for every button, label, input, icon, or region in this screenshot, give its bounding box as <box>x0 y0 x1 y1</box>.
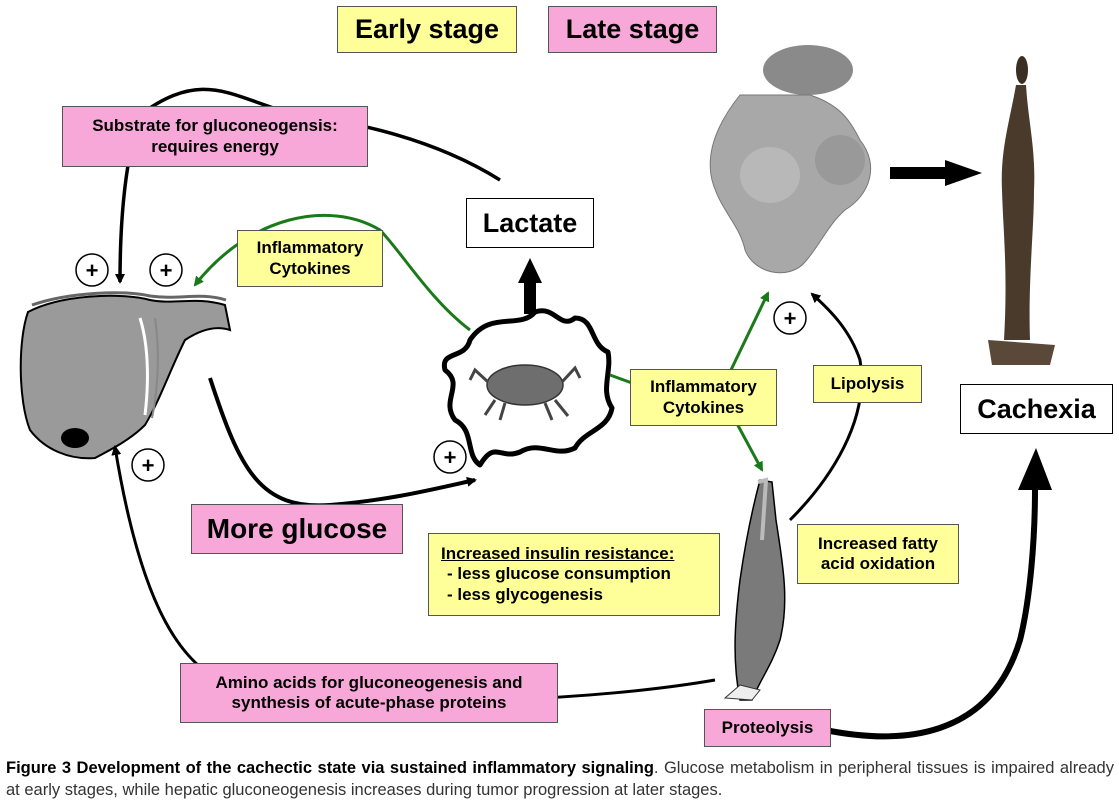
figure-caption: Figure 3 Development of the cachectic st… <box>6 757 1114 802</box>
legend-early-stage: Early stage <box>337 6 517 53</box>
amino-acids-label: Amino acids for gluconeogenesis and synt… <box>180 663 558 723</box>
arrow-proteolysis-head <box>1018 448 1052 490</box>
arrow-proteolysis-to-cachexia <box>824 489 1038 740</box>
caption-text: . Glucose metabolism in peripheral tissu… <box>6 759 1114 800</box>
cytokines-top-line1: Inflammatory <box>256 238 364 258</box>
lactate-label: Lactate <box>466 198 594 248</box>
tumor-image <box>441 308 615 468</box>
thin-figure-image <box>988 56 1055 365</box>
svg-text:+: + <box>784 306 797 331</box>
insulin-resistance-item1: - less glucose consumption <box>447 564 671 584</box>
arrow-tumor-to-lactate-head <box>518 258 542 283</box>
more-glucose-label: More glucose <box>191 504 403 554</box>
arrow-liver-to-tumor <box>208 377 477 508</box>
caption-bold: Figure 3 Development of the cachectic st… <box>6 759 654 777</box>
venus-figurine-image <box>709 45 872 274</box>
arrow-venus-to-cachexia-head <box>945 160 982 186</box>
fatty-acid-oxidation-label: Increased fatty acid oxidation <box>797 524 959 584</box>
arrow-lactate-to-liver <box>115 87 501 284</box>
plus-sign-tumor: + <box>433 440 467 474</box>
arrow-green-to-muscle <box>733 419 764 472</box>
plus-sign-liver-1: + <box>75 253 109 287</box>
amino-acids-line2: synthesis of acute-phase proteins <box>231 693 507 712</box>
amino-acids-line1: Amino acids for gluconeogenesis and <box>215 672 523 692</box>
arrow-venus-to-cachexia-shaft <box>890 167 950 179</box>
svg-text:+: + <box>444 445 457 470</box>
insulin-resistance-title: Increased insulin resistance: <box>441 543 675 563</box>
arrow-green-tumor-to-cytokines <box>609 373 633 385</box>
cytokines-mid-line1: Inflammatory <box>650 377 757 397</box>
plus-sign-liver-3: + <box>131 448 165 482</box>
cytokines-top-line2: Cytokines <box>269 258 351 278</box>
cytokines-mid-line2: Cytokines <box>662 397 745 417</box>
fatty-acid-line2: acid oxidation <box>820 554 936 573</box>
substrate-label: Substrate for gluconeogensis: requires e… <box>62 106 368 167</box>
cytokines-label-middle: Inflammatory Cytokines <box>630 369 777 426</box>
liver-image <box>19 291 232 460</box>
arrow-green-to-venus <box>728 291 770 373</box>
substrate-label-line1: Substrate for gluconeogensis: <box>92 116 338 136</box>
svg-text:+: + <box>160 258 173 283</box>
arrow-tumor-to-lactate-shaft <box>524 280 536 314</box>
proteolysis-label: Proteolysis <box>704 709 831 747</box>
legend-late-stage: Late stage <box>548 6 717 53</box>
svg-text:+: + <box>142 453 155 478</box>
plus-sign-liver-2: + <box>149 253 183 287</box>
fatty-acid-line1: Increased fatty <box>818 533 938 553</box>
plus-sign-venus: + <box>773 301 807 335</box>
lipolysis-label: Lipolysis <box>813 365 922 403</box>
substrate-label-line2: requires energy <box>151 136 279 156</box>
cachexia-label: Cachexia <box>960 384 1113 434</box>
svg-text:+: + <box>86 258 99 283</box>
cytokines-label-top: Inflammatory Cytokines <box>237 230 383 287</box>
insulin-resistance-item2: - less glycogenesis <box>447 584 603 604</box>
insulin-resistance-label: Increased insulin resistance: - less glu… <box>428 533 720 616</box>
muscle-image <box>723 477 786 701</box>
